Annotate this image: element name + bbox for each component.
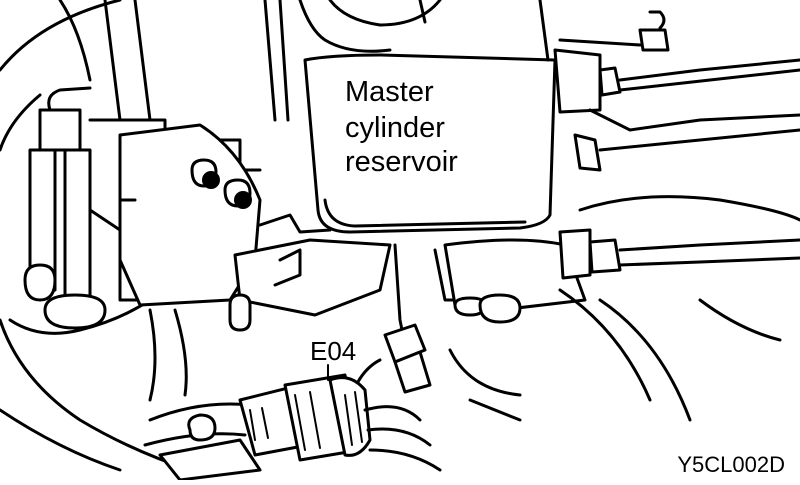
master-cylinder-reservoir [298, 0, 557, 234]
connector-label: E04 [310, 336, 356, 366]
reservoir-label-line1: Master [345, 76, 434, 108]
e04-connector [238, 373, 442, 472]
master-cylinder-body [348, 238, 587, 422]
figure-code: Y5CL002D [677, 452, 785, 477]
brake-line-fittings [553, 10, 800, 422]
reservoir-label-line3: reservoir [345, 146, 458, 178]
brake-booster-outline [0, 0, 192, 472]
sensor-housing [118, 123, 262, 307]
sensor-mount [228, 213, 392, 332]
wiring-harness [143, 402, 262, 482]
reservoir-label-line2: cylinder [345, 112, 445, 144]
vacuum-hose [103, 0, 290, 402]
reservoir-label: Master cylinder reservoir [345, 76, 458, 178]
mounting-bracket [23, 86, 262, 330]
